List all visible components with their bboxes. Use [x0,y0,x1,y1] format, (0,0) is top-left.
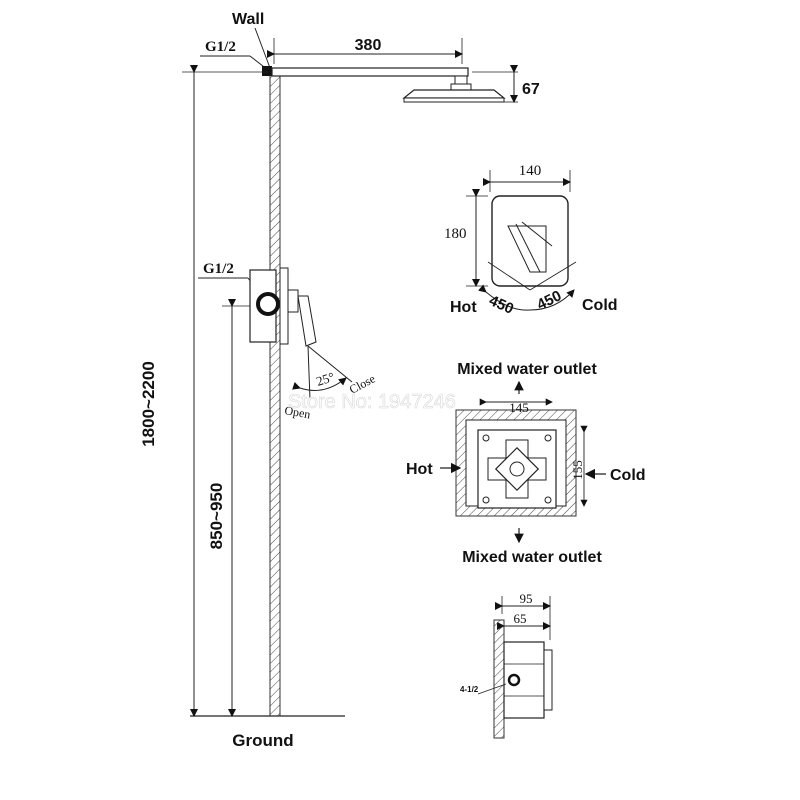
valve-hot-label: Hot [406,461,433,478]
front-cold-label: Cold [582,297,618,314]
valve-width-label: 145 [509,400,529,415]
front-left-angle: 450 [486,292,516,318]
open-label: Open [283,403,311,421]
wall [269,71,281,717]
wall-label: Wall [232,11,264,28]
front-right-angle: 450 [534,287,564,313]
top-inlet-label: G1/2 [205,39,236,55]
valve-body [455,409,577,517]
bottom-outlet-label: Mixed water outlet [462,549,602,566]
mixer-height-label: 850~950 [207,483,226,550]
front-view [466,170,577,311]
ground-label: Ground [232,731,293,750]
front-width-label: 140 [519,163,542,179]
angle-label: 25° [314,369,336,389]
watermark-text: Store No: 1947246 [288,391,456,413]
arm-length-label: 380 [355,37,382,54]
shower-arm [262,66,472,91]
total-height-label: 1800~2200 [139,361,158,447]
side-thread-label: 4-1/2 [460,685,479,694]
mixer-inlet-label: G1/2 [203,261,234,277]
side-inner-depth-label: 65 [514,611,527,626]
head-drop-label: 67 [522,81,540,98]
valve-height-label: 155 [570,460,585,480]
front-height-label: 180 [444,226,467,242]
side-outer-depth-label: 95 [520,591,533,606]
lever-rotation [292,345,353,401]
side-view [477,596,553,739]
top-outlet-label: Mixed water outlet [457,361,597,378]
mixer-valve [249,267,317,347]
valve-cold-label: Cold [610,467,646,484]
shower-head [402,89,506,103]
wall-leader [254,27,271,69]
front-hot-label: Hot [450,299,477,316]
